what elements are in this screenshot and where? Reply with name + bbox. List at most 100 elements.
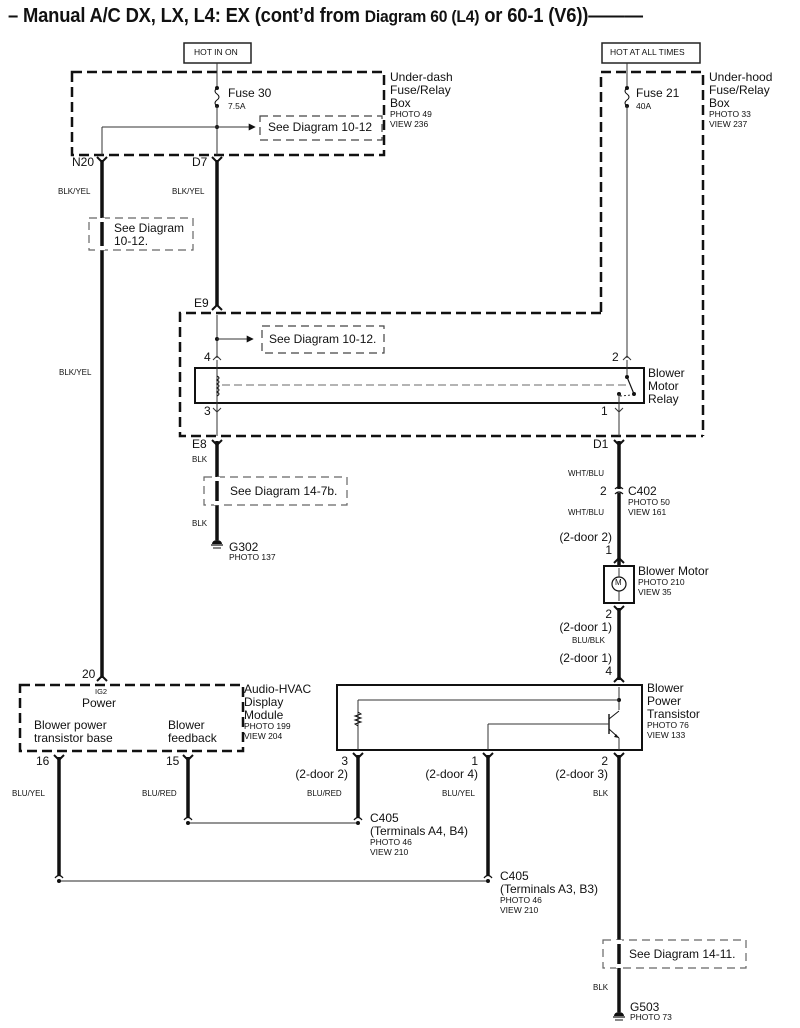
see-diagram-14-11[interactable]: See Diagram 14-11. — [629, 947, 736, 961]
transistor-view: VIEW 133 — [647, 730, 686, 740]
c405-a4b4-terminals: (Terminals A4, B4) — [370, 824, 469, 838]
terminal-e8: E8 — [192, 437, 207, 451]
hvac-power-label: Power — [82, 696, 117, 710]
ground-g503-name: G503 — [630, 1000, 660, 1014]
under-hood-name-2: Fuse/Relay — [709, 83, 770, 97]
see-diagram-10-12-top[interactable]: See Diagram 10-12 — [268, 120, 373, 134]
hvac-photo: PHOTO 199 — [244, 721, 291, 731]
fuse-30-rating: 7.5A — [228, 101, 246, 111]
ground-g302-symbol — [211, 540, 223, 549]
page-title: – Manual A/C DX, LX, L4: EX (cont’d from… — [8, 6, 643, 27]
fuse-21-symbol — [624, 87, 630, 107]
wire-color-transistor-3: BLU/RED — [307, 789, 342, 798]
under-hood-fuse-box-outline — [599, 70, 705, 436]
audio-hvac-module-outline — [18, 683, 245, 753]
see-diagram-14-7b[interactable]: See Diagram 14-7b. — [230, 484, 338, 498]
c405-a4b4-name: C405 — [370, 811, 399, 825]
motor-pin-bottom: 2 — [605, 607, 612, 621]
motor-pin-bottom-variant: (2-door 1) — [559, 620, 612, 634]
under-dash-name-3: Box — [390, 96, 411, 110]
see-diagram-10-12-box-relay — [261, 325, 385, 354]
terminal-n20: N20 — [72, 155, 95, 169]
c405-a3b3-terminals: (Terminals A3, B3) — [500, 882, 599, 896]
title-diagram-ref[interactable]: Diagram 60 (L4) — [364, 7, 480, 26]
hvac-ig2: IG2 — [95, 687, 108, 696]
c402-pin: 2 — [600, 484, 607, 498]
fuse-30-name: Fuse 30 — [228, 86, 272, 100]
wire-color-e8-top: BLK — [192, 455, 208, 464]
wire-color-c402-bottom: WHT/BLU — [568, 508, 604, 517]
hvac-pin-16: 16 — [36, 754, 50, 768]
wire-color-g503: BLK — [593, 983, 609, 992]
hvac-view: VIEW 204 — [244, 731, 283, 741]
motor-m-label: M — [615, 578, 622, 587]
motor-pin-top-variant: (2-door 2) — [559, 530, 612, 544]
transistor-pin-top: 4 — [605, 664, 612, 678]
c405-a3b3-photo: PHOTO 46 — [500, 895, 542, 905]
ground-g503-symbol — [613, 1012, 625, 1021]
under-dash-fuse-box-outline — [70, 70, 386, 157]
under-hood-name-3: Box — [709, 96, 730, 110]
relay-name-2: Motor — [648, 379, 679, 393]
transistor-pin-1-variant: (2-door 4) — [425, 767, 478, 781]
wire-color-pin15: BLU/RED — [142, 789, 177, 798]
wire-color-d1: WHT/BLU — [568, 469, 604, 478]
hvac-name-3: Module — [244, 708, 284, 722]
hot-at-all-times-box — [601, 42, 701, 64]
terminal-e9: E9 — [194, 296, 209, 310]
resistor-symbol — [353, 711, 363, 727]
ground-g503-photo: PHOTO 73 — [630, 1012, 672, 1022]
fuse-21-rating: 40A — [636, 101, 652, 111]
c405-a3b3-view: VIEW 210 — [500, 905, 539, 915]
see-diagram-14-7b-box — [203, 476, 348, 506]
c405-a3b3-name: C405 — [500, 869, 529, 883]
wire-color-transistor-2: BLK — [593, 789, 609, 798]
transistor-photo: PHOTO 76 — [647, 720, 689, 730]
under-dash-name-2: Fuse/Relay — [390, 83, 451, 97]
c405-a4b4-photo: PHOTO 46 — [370, 837, 412, 847]
relay-pin-2: 2 — [612, 350, 619, 364]
relay-pin-3: 3 — [204, 404, 211, 418]
wire-color-n20-top: BLK/YEL — [58, 187, 91, 196]
hvac-name-1: Audio-HVAC — [244, 682, 312, 696]
relay-name-3: Relay — [648, 392, 679, 406]
transistor-pin-2: 2 — [601, 754, 608, 768]
c405-a4b4-view: VIEW 210 — [370, 847, 409, 857]
hvac-base-label-1: Blower power — [34, 718, 107, 732]
blower-motor-view: VIEW 35 — [638, 587, 672, 597]
relay-switch-symbol — [626, 376, 635, 395]
blower-motor-photo: PHOTO 210 — [638, 577, 685, 587]
under-hood-name-1: Under-hood — [709, 70, 773, 84]
hvac-feedback-label-2: feedback — [168, 731, 217, 745]
transistor-pin-3: 3 — [341, 754, 348, 768]
motor-pin-top: 1 — [605, 543, 612, 557]
see-diagram-10-12-left-1[interactable]: See Diagram — [114, 221, 185, 235]
wire-color-d7: BLK/YEL — [172, 187, 205, 196]
see-diagram-10-12-relay[interactable]: See Diagram 10-12. — [269, 332, 377, 346]
blower-power-transistor-body — [336, 684, 643, 751]
under-dash-photo: PHOTO 49 — [390, 109, 432, 119]
relay-name-1: Blower — [648, 366, 685, 380]
see-diagram-14-11-box — [602, 939, 747, 969]
relay-enclosure-outline — [178, 311, 703, 438]
title-prefix: – Manual A/C DX, LX, L4: EX (cont’d from — [8, 5, 365, 27]
terminal-d1: D1 — [593, 437, 609, 451]
relay-pin-4: 4 — [204, 350, 211, 364]
wire-color-e8-bottom: BLK — [192, 519, 208, 528]
relay-pin-1: 1 — [601, 404, 608, 418]
ground-g302-photo: PHOTO 137 — [229, 552, 276, 562]
c402-name: C402 — [628, 484, 657, 498]
transistor-pin-1: 1 — [471, 754, 478, 768]
c402-photo: PHOTO 50 — [628, 497, 670, 507]
hot-at-all-times-label: HOT AT ALL TIMES — [610, 47, 685, 57]
under-dash-view: VIEW 236 — [390, 119, 429, 129]
hvac-feedback-label-1: Blower — [168, 718, 205, 732]
ground-g302-name: G302 — [229, 540, 259, 554]
c402-view: VIEW 161 — [628, 507, 667, 517]
transistor-name-2: Power — [647, 694, 682, 708]
title-suffix: or 60-1 (V6))——— — [479, 5, 643, 27]
fuse-21-name: Fuse 21 — [636, 86, 680, 100]
hvac-pin-20: 20 — [82, 667, 96, 681]
see-diagram-10-12-left-2[interactable]: 10-12. — [114, 234, 149, 248]
under-hood-photo: PHOTO 33 — [709, 109, 751, 119]
